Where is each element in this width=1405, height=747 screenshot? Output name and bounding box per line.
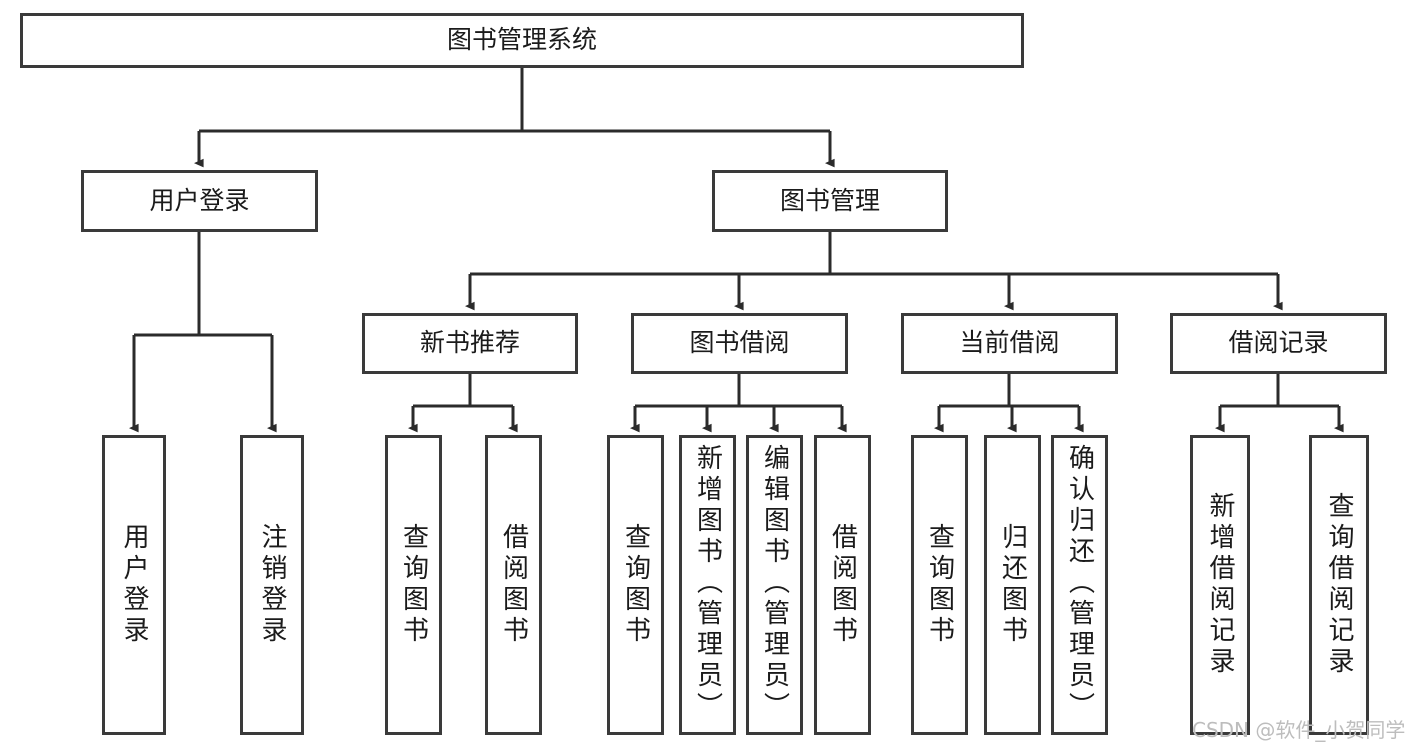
node-book-borrow-label: 图书借阅 [689,328,790,358]
node-book-manage-label: 图书管理 [779,185,880,215]
node-leaf-brw-add-label: 新增图书（管理员） [692,444,723,723]
node-leaf-rec-query[interactable]: 查询图书 [385,435,442,735]
node-root-label: 图书管理系统 [446,25,597,55]
node-leaf-rec-borrow[interactable]: 借阅图书 [485,435,542,735]
node-leaf-cur-confirm[interactable]: 确认归还（管理员） [1051,435,1108,735]
node-leaf-rcd-query-label: 查询借阅记录 [1324,492,1354,678]
node-leaf-brw-query-label: 查询图书 [620,523,651,647]
node-leaf-cur-return[interactable]: 归还图书 [984,435,1041,735]
node-user-login-label: 用户登录 [149,185,250,215]
node-user-login[interactable]: 用户登录 [81,170,318,232]
node-leaf-cur-query-label: 查询图书 [924,523,955,647]
node-leaf-rcd-query[interactable]: 查询借阅记录 [1309,435,1369,735]
node-borrow-record-label: 借阅记录 [1228,328,1329,358]
node-leaf-brw-edit-label: 编辑图书（管理员） [759,444,790,723]
node-root[interactable]: 图书管理系统 [20,13,1024,68]
node-book-manage[interactable]: 图书管理 [712,170,948,232]
node-leaf-user-logout[interactable]: 注销登录 [240,435,304,735]
node-leaf-brw-borrow-label: 借阅图书 [827,523,858,647]
node-leaf-brw-add[interactable]: 新增图书（管理员） [679,435,736,735]
node-borrow-record[interactable]: 借阅记录 [1170,313,1387,374]
node-book-borrow[interactable]: 图书借阅 [631,313,848,374]
node-leaf-cur-return-label: 归还图书 [997,523,1028,647]
node-new-book-rec-label: 新书推荐 [419,328,520,358]
node-leaf-user-login[interactable]: 用户登录 [102,435,166,735]
node-leaf-cur-confirm-label: 确认归还（管理员） [1064,444,1095,723]
node-leaf-cur-query[interactable]: 查询图书 [911,435,968,735]
node-current-borrow[interactable]: 当前借阅 [901,313,1118,374]
node-leaf-user-login-label: 用户登录 [119,523,149,647]
node-leaf-rcd-add-label: 新增借阅记录 [1205,492,1235,678]
node-leaf-rcd-add[interactable]: 新增借阅记录 [1190,435,1250,735]
csdn-watermark: CSDN @软件_小贺同学 [1192,718,1405,742]
node-current-borrow-label: 当前借阅 [959,328,1060,358]
node-leaf-user-logout-label: 注销登录 [257,523,287,647]
node-leaf-brw-query[interactable]: 查询图书 [607,435,664,735]
node-leaf-rec-query-label: 查询图书 [398,523,429,647]
node-leaf-brw-edit[interactable]: 编辑图书（管理员） [746,435,803,735]
node-leaf-rec-borrow-label: 借阅图书 [498,523,529,647]
node-leaf-brw-borrow[interactable]: 借阅图书 [814,435,871,735]
node-new-book-rec[interactable]: 新书推荐 [362,313,578,374]
